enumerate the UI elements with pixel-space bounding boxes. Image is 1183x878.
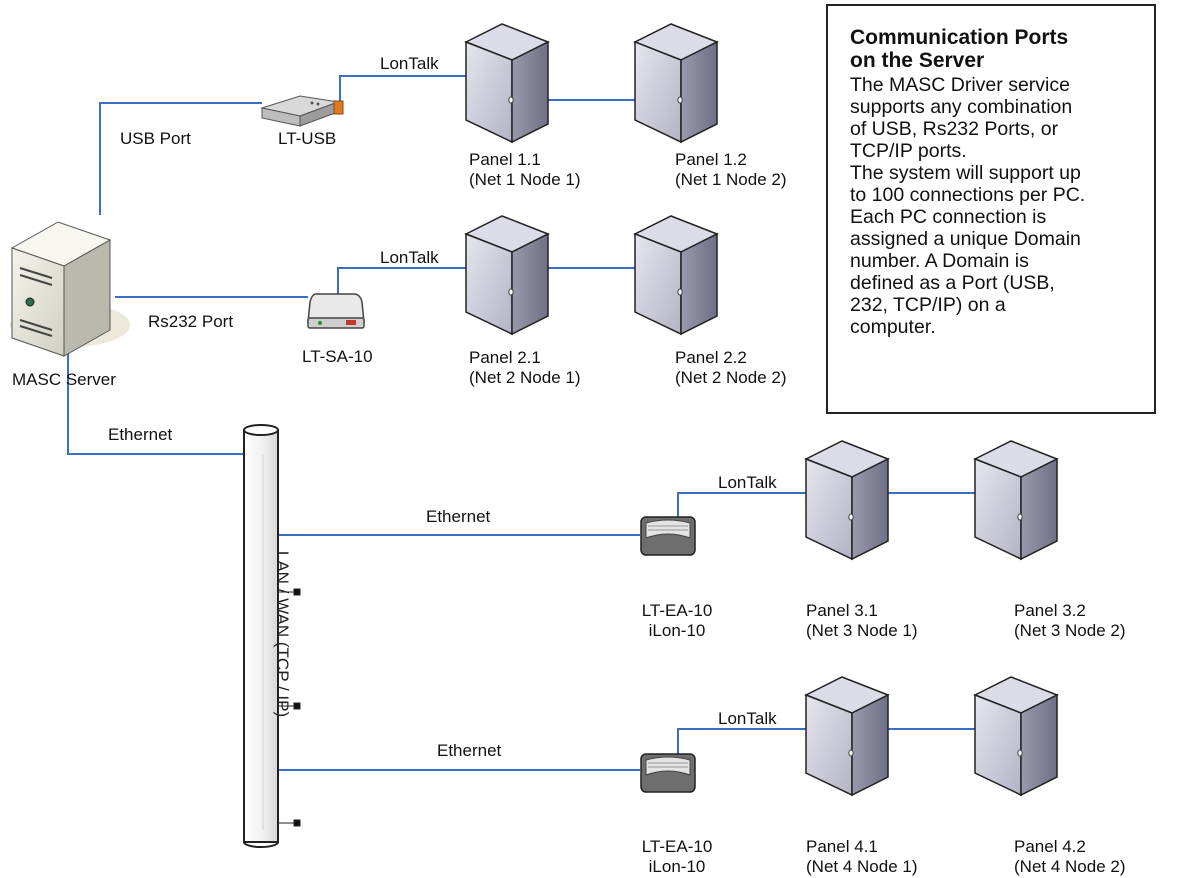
lontalk-link-net3 — [677, 492, 808, 518]
lt-ea-10-label-2: LT-EA-10 iLon-10 — [622, 837, 732, 877]
info-body-line: computer. — [850, 316, 936, 338]
info-title-line: Communication Ports — [850, 26, 1069, 49]
lontalk-label-net3: LonTalk — [718, 473, 777, 492]
panel-label: Panel 3.2 (Net 3 Node 2) — [1014, 601, 1126, 641]
panel-name: Panel 4.2 — [1014, 837, 1086, 856]
lt-sa-10-device-icon — [307, 293, 365, 329]
panel-cabinet-icon — [804, 440, 890, 561]
info-body-line: number. A Domain is — [850, 250, 1029, 272]
panel-node: (Net 3 Node 1) — [806, 621, 918, 640]
info-body-line: of USB, Rs232 Ports, or — [850, 118, 1059, 140]
info-body-line: The MASC Driver service — [850, 74, 1070, 96]
panel-name: Panel 3.2 — [1014, 601, 1086, 620]
panel-name: Panel 2.2 — [675, 348, 747, 367]
info-body-line: to 100 connections per PC. — [850, 184, 1086, 206]
lontalk-link-net4 — [677, 728, 808, 755]
lt-sa-10-label: LT-SA-10 — [302, 347, 373, 366]
panel-cabinet-icon — [464, 215, 550, 336]
panel-node: (Net 4 Node 1) — [806, 857, 918, 876]
info-body-line: Each PC connection is — [850, 206, 1047, 228]
lt-ea-10-device-icon-1 — [640, 516, 696, 556]
panel-node: (Net 1 Node 2) — [675, 170, 787, 189]
backbone-label: LAN / WAN (TCP / IP) — [273, 550, 292, 718]
lontalk-label-net2: LonTalk — [380, 248, 439, 267]
panel-cabinet-icon — [973, 676, 1059, 797]
panel-name: Panel 4.1 — [806, 837, 878, 856]
panel-node: (Net 3 Node 2) — [1014, 621, 1126, 640]
lt-usb-device-icon — [260, 95, 344, 127]
lt-ea-10-model-2: LT-EA-10 — [641, 837, 713, 856]
panel-cabinet-icon — [633, 215, 719, 336]
panel-name: Panel 1.2 — [675, 150, 747, 169]
info-body-line: assigned a unique Domain — [850, 228, 1081, 250]
panel-name: Panel 2.1 — [469, 348, 541, 367]
panel-label: Panel 2.2 (Net 2 Node 2) — [675, 348, 787, 388]
panel-cabinet-icon — [804, 676, 890, 797]
masc-server-icon — [10, 221, 130, 357]
lt-ea-10-alias-1: iLon-10 — [648, 621, 706, 640]
panel-icons — [464, 23, 1059, 797]
panel-label: Panel 4.2 (Net 4 Node 2) — [1014, 837, 1126, 877]
info-title: Communication Ports on the Server — [850, 26, 1136, 72]
panel-cabinet-icon — [464, 23, 550, 144]
backbone-stubs — [278, 588, 301, 827]
panel-cabinet-icon — [633, 23, 719, 144]
server-label: MASC Server — [12, 370, 116, 389]
panel-name: Panel 3.1 — [806, 601, 878, 620]
lt-usb-label: LT-USB — [278, 129, 337, 148]
panel-label: Panel 1.1 (Net 1 Node 1) — [469, 150, 581, 190]
server-ethernet-link — [67, 345, 248, 455]
lontalk-label-net4: LonTalk — [718, 709, 777, 728]
lontalk-label-net1: LonTalk — [380, 54, 439, 73]
panel-label: Panel 3.1 (Net 3 Node 1) — [806, 601, 918, 641]
panel-label: Panel 4.1 (Net 4 Node 1) — [806, 837, 918, 877]
panel-label: Panel 2.1 (Net 2 Node 1) — [469, 348, 581, 388]
lan-wan-backbone — [243, 424, 279, 848]
usb-link — [99, 102, 262, 215]
panel-node: (Net 2 Node 2) — [675, 368, 787, 387]
lt-ea-10-device-icon-2 — [640, 753, 696, 793]
rs232-port-label: Rs232 Port — [148, 312, 234, 331]
lontalk-link-net1 — [339, 75, 466, 105]
connection-lines — [67, 75, 975, 771]
lt-ea-10-label-1: LT-EA-10 iLon-10 — [622, 601, 732, 641]
info-box: Communication Ports on the Server The MA… — [826, 4, 1156, 414]
panel-name: Panel 1.1 — [469, 150, 541, 169]
ethernet-label-1: Ethernet — [426, 507, 491, 526]
panel-node: (Net 2 Node 1) — [469, 368, 581, 387]
server-ethernet-label: Ethernet — [108, 425, 173, 444]
panel-label: Panel 1.2 (Net 1 Node 2) — [675, 150, 787, 190]
info-body-line: 232, TCP/IP) on a — [850, 294, 1006, 316]
usb-port-label: USB Port — [120, 129, 191, 148]
info-body-line: The system will support up — [850, 162, 1081, 184]
info-body-line: supports any combination — [850, 96, 1073, 118]
info-body-line: defined as a Port (USB, — [850, 272, 1055, 294]
panel-node: (Net 1 Node 1) — [469, 170, 581, 189]
lt-ea-10-model-1: LT-EA-10 — [641, 601, 713, 620]
info-body: The MASC Driver service supports any com… — [850, 74, 1136, 338]
ethernet-label-2: Ethernet — [437, 741, 502, 760]
lt-ea-10-alias-2: iLon-10 — [648, 857, 706, 876]
info-body-line: TCP/IP ports. — [850, 140, 967, 162]
info-title-line: on the Server — [850, 49, 985, 72]
panel-node: (Net 4 Node 2) — [1014, 857, 1126, 876]
panel-cabinet-icon — [973, 440, 1059, 561]
lontalk-link-net2 — [337, 267, 466, 296]
